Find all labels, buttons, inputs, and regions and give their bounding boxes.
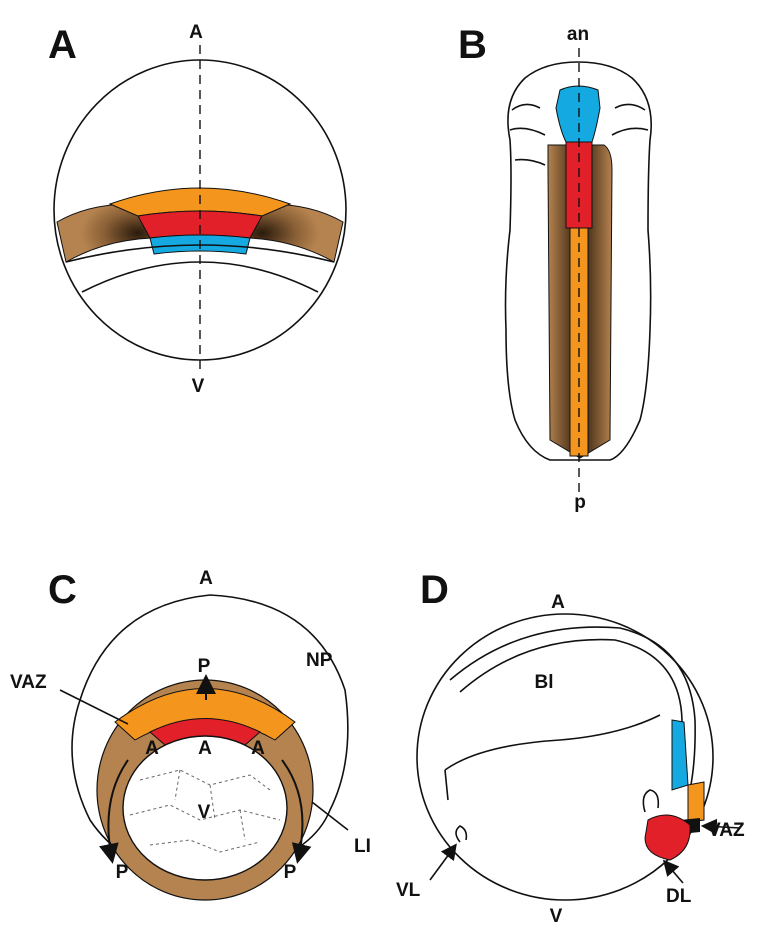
panel-c-np-label: NP: [306, 650, 333, 671]
panel-d-dl-pointer: [662, 859, 684, 884]
panel-c-embryo-outline: [71, 594, 349, 877]
panel-b: B an p: [458, 23, 652, 513]
panel-d-embryo-outline: [416, 613, 714, 901]
panel-b-right-folds: [611, 103, 649, 136]
panel-c-vaz-label: VAZ: [10, 672, 47, 693]
panel-d-dorsal-lip-cells: [642, 789, 660, 813]
panel-d-archenteron-outer: [449, 626, 696, 791]
panel-d-top-label: A: [551, 592, 565, 613]
panel-d-blue-tissue: [671, 719, 689, 791]
panel-b-letter: B: [458, 23, 487, 67]
panel-c-a-right-label: A: [251, 738, 265, 759]
panel-d-bl-label: Bl: [535, 672, 554, 693]
panel-d-vaz-pointer: [700, 818, 741, 835]
panel-d-vaz-label: VAZ: [708, 820, 745, 841]
panel-d-red-tissue: [644, 814, 691, 861]
panel-c-arrow-left: [99, 759, 129, 864]
panel-a: A A V: [48, 22, 347, 397]
panel-d-dl-label: DL: [666, 886, 692, 907]
panel-d-orange-tissue: [687, 781, 705, 823]
panel-d-archenteron-inner: [459, 638, 683, 781]
panel-c-letter: C: [48, 568, 77, 612]
panel-c-vaz-pointer: [59, 689, 129, 725]
panel-c-p-right-label: P: [284, 862, 297, 883]
panel-b-blue-region: [555, 85, 601, 143]
panel-d-bottom-label: V: [550, 906, 563, 927]
panel-b-left-folds: [509, 103, 546, 166]
panel-c-arrow-right: [281, 759, 312, 864]
panel-c-yolk: [122, 735, 288, 881]
panel-c-li-label: LI: [354, 836, 371, 857]
panel-c-a-left-label: A: [145, 738, 159, 759]
panel-d: D A Bl VAZ VL DL V: [396, 568, 745, 927]
panel-c-top-label: A: [199, 568, 213, 589]
panel-c-yolk-cells: [129, 769, 281, 853]
panel-c: C A NP VAZ P A A A V P P LI: [10, 568, 371, 901]
panel-c-v-label: V: [198, 802, 211, 823]
panel-d-ventral-lip-cells: [455, 825, 468, 843]
panel-c-p-left-label: P: [116, 862, 129, 883]
panel-a-bottom-label: V: [192, 376, 205, 397]
panel-b-bottom-label: p: [574, 492, 586, 513]
panel-a-top-label: A: [189, 22, 203, 43]
panel-c-li-pointer: [311, 801, 349, 831]
panel-d-vl-label: VL: [396, 880, 421, 901]
panel-d-blastocoel-floor: [444, 714, 661, 771]
panel-b-embryo-outline: [504, 61, 652, 461]
panel-c-p-top-label: P: [198, 656, 211, 677]
panel-d-letter: D: [420, 568, 449, 612]
panel-a-letter: A: [48, 23, 77, 67]
panel-b-top-label: an: [567, 24, 589, 45]
panel-d-vl-pointer: [429, 843, 457, 881]
panel-d-blastocoel-edge: [444, 769, 449, 801]
panel-c-a-mid-label: A: [198, 738, 212, 759]
